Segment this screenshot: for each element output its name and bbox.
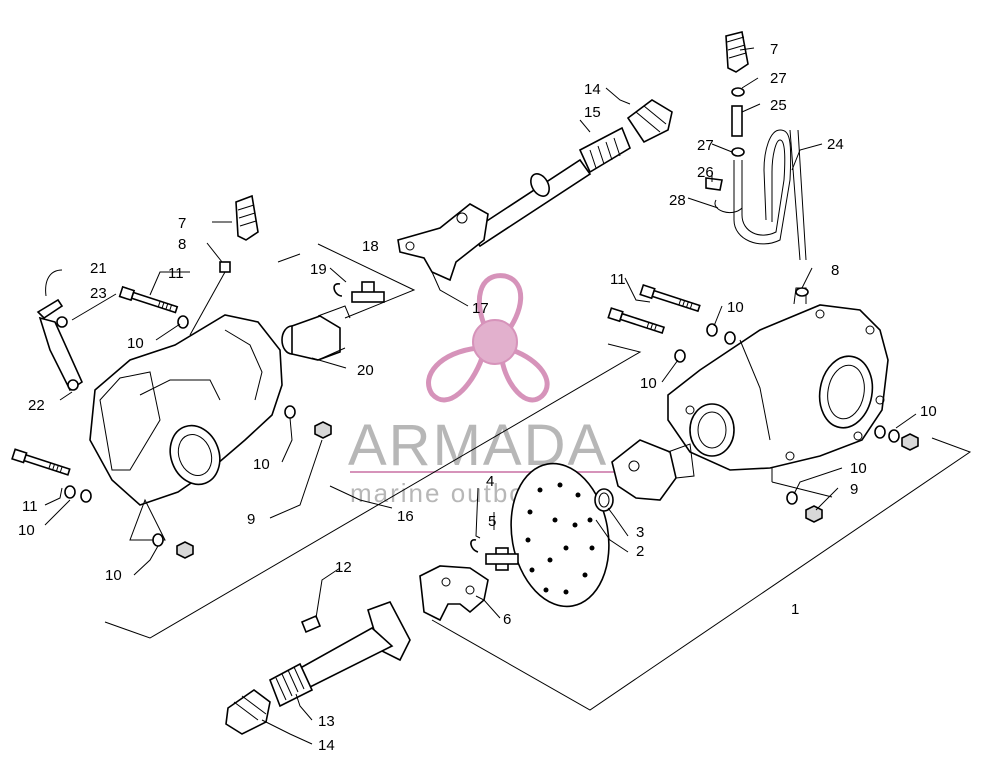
propeller-icon xyxy=(426,273,550,403)
left-washers xyxy=(64,315,332,559)
lower-drive-shaft xyxy=(225,601,411,735)
callout-15: 15 xyxy=(584,104,601,121)
callout-10-f: 10 xyxy=(640,375,657,392)
callout-10-e: 10 xyxy=(727,299,744,316)
left-bolts xyxy=(11,285,179,476)
callout-9-right: 9 xyxy=(850,481,858,498)
watermark-logo: ARMADA marine outboards xyxy=(348,273,642,508)
callout-14-bottom: 14 xyxy=(318,737,335,754)
callout-20: 20 xyxy=(357,362,374,379)
callout-13: 13 xyxy=(318,713,335,730)
callout-22: 22 xyxy=(28,397,45,414)
callout-11-c: 11 xyxy=(610,271,626,288)
callout-16: 16 xyxy=(397,508,414,525)
callout-6: 6 xyxy=(503,611,511,628)
callout-8-right: 8 xyxy=(831,262,839,279)
callout-10-b: 10 xyxy=(253,456,270,473)
callout-14-top: 14 xyxy=(584,81,601,98)
right-washers xyxy=(674,323,919,523)
lower-yoke xyxy=(419,565,489,622)
upper-u-joint xyxy=(333,281,385,303)
callout-25: 25 xyxy=(770,97,787,114)
lower-u-joint xyxy=(470,539,519,571)
callout-10-g: 10 xyxy=(920,403,937,420)
leader-lines xyxy=(44,47,917,745)
callout-8-left: 8 xyxy=(178,236,186,253)
upper-drive-shaft xyxy=(468,99,673,248)
callout-19: 19 xyxy=(310,261,327,278)
callout-10-a: 10 xyxy=(127,335,144,352)
callout-12: 12 xyxy=(335,559,352,576)
left-gearcase-housing xyxy=(89,314,283,541)
output-yoke xyxy=(611,439,695,501)
shift-lever xyxy=(36,298,84,392)
callout-10-c: 10 xyxy=(18,522,35,539)
callout-labels: 1 2 3 4 5 6 7 7 8 8 9 9 10 10 10 10 10 1… xyxy=(18,41,937,754)
output-seal xyxy=(594,488,614,512)
upper-yoke xyxy=(397,203,489,282)
callout-11-a: 11 xyxy=(168,265,184,282)
callout-17: 17 xyxy=(472,300,489,317)
right-bolts xyxy=(607,284,701,335)
callout-24: 24 xyxy=(827,136,844,153)
callout-5: 5 xyxy=(488,513,496,530)
callout-10-h: 10 xyxy=(850,460,867,477)
callout-2: 2 xyxy=(636,543,644,560)
pinion-yoke xyxy=(281,305,351,361)
callout-28: 28 xyxy=(669,192,686,209)
left-breather-boot xyxy=(189,194,259,336)
right-differential-housing xyxy=(667,287,889,471)
vent-hose-assembly xyxy=(705,31,809,297)
callout-1: 1 xyxy=(791,601,799,618)
callout-21: 21 xyxy=(90,260,107,277)
callout-18: 18 xyxy=(362,238,379,255)
callout-3: 3 xyxy=(636,524,644,541)
callout-27-middle: 27 xyxy=(697,137,714,154)
callout-4: 4 xyxy=(486,473,494,490)
callout-9-left: 9 xyxy=(247,511,255,528)
callout-26: 26 xyxy=(697,164,714,181)
callout-23: 23 xyxy=(90,285,107,302)
callout-27-top: 27 xyxy=(770,70,787,87)
callout-7-left: 7 xyxy=(178,215,186,232)
brake-disc xyxy=(510,462,610,608)
callout-11-b: 11 xyxy=(22,498,38,515)
callout-10-d: 10 xyxy=(105,567,122,584)
callout-7-right: 7 xyxy=(770,41,778,58)
